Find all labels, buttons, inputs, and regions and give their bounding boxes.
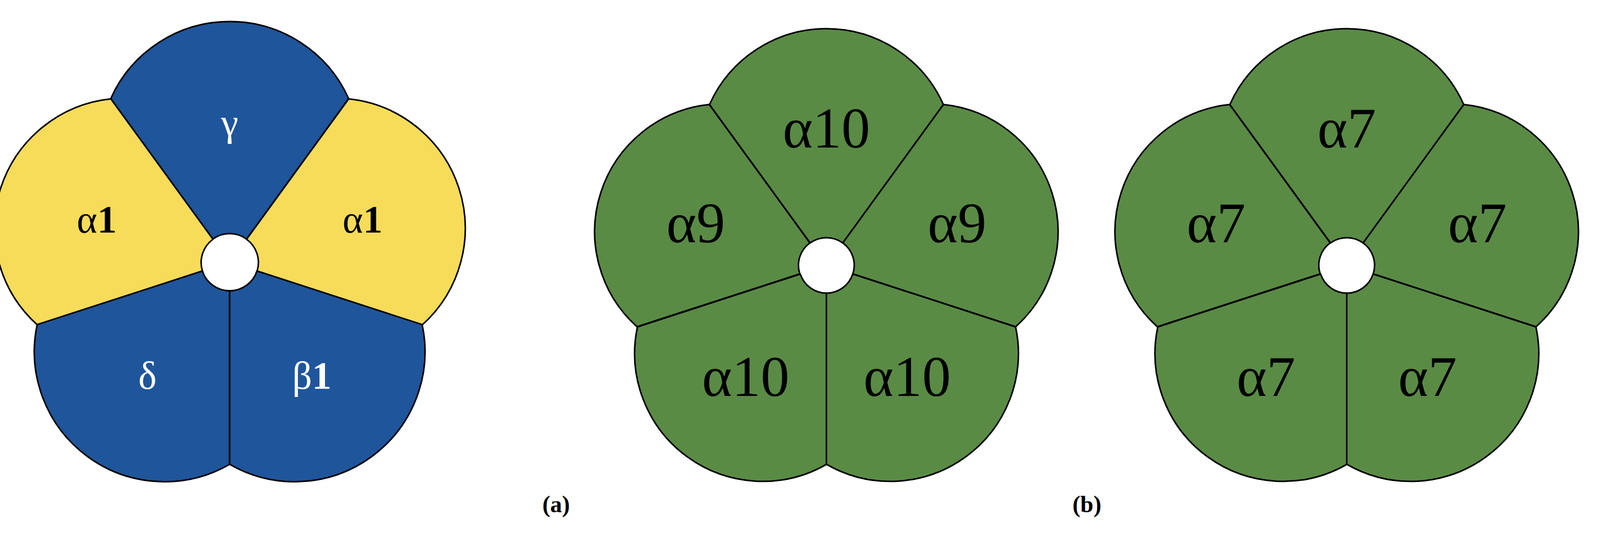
subunit-label: β1	[292, 356, 332, 396]
panel-label: (b)	[1072, 493, 1102, 517]
subunit-wedge: β1	[229, 271, 425, 482]
subunit-label: α10	[782, 99, 871, 157]
wedge-outline	[34, 271, 230, 482]
subunit-label: α1	[342, 199, 383, 239]
subunit-label: α7	[1186, 194, 1246, 252]
subunit-label: α1	[76, 199, 117, 239]
wedge-shape	[1346, 274, 1539, 482]
subunit-label: γ	[220, 103, 239, 143]
subunit-wedge: α10	[826, 274, 1019, 482]
wedge-shape	[826, 274, 1019, 482]
wedge-shape	[634, 274, 826, 482]
subunit-label: α9	[927, 194, 987, 252]
wedge-shape	[1154, 274, 1347, 482]
subunit-label: δ	[138, 356, 157, 396]
subunit-wedge: α10	[634, 274, 827, 482]
subunit-label: α10	[701, 348, 790, 406]
wedge-shape	[34, 271, 230, 482]
subunit-label: α10	[863, 348, 951, 406]
subunit-label: α7	[1317, 99, 1377, 157]
subunit-wedge: δ	[34, 271, 230, 482]
subunit-wedge: α7	[1155, 274, 1347, 482]
subunit-label: α7	[1236, 348, 1296, 406]
wedge-shape	[229, 271, 425, 482]
subunit-wedge: α7	[1346, 274, 1539, 482]
subunit-label: α7	[1447, 194, 1507, 252]
subunit-label: α9	[666, 194, 726, 252]
panel-label: (a)	[542, 493, 571, 517]
subunit-label: α7	[1398, 348, 1457, 406]
